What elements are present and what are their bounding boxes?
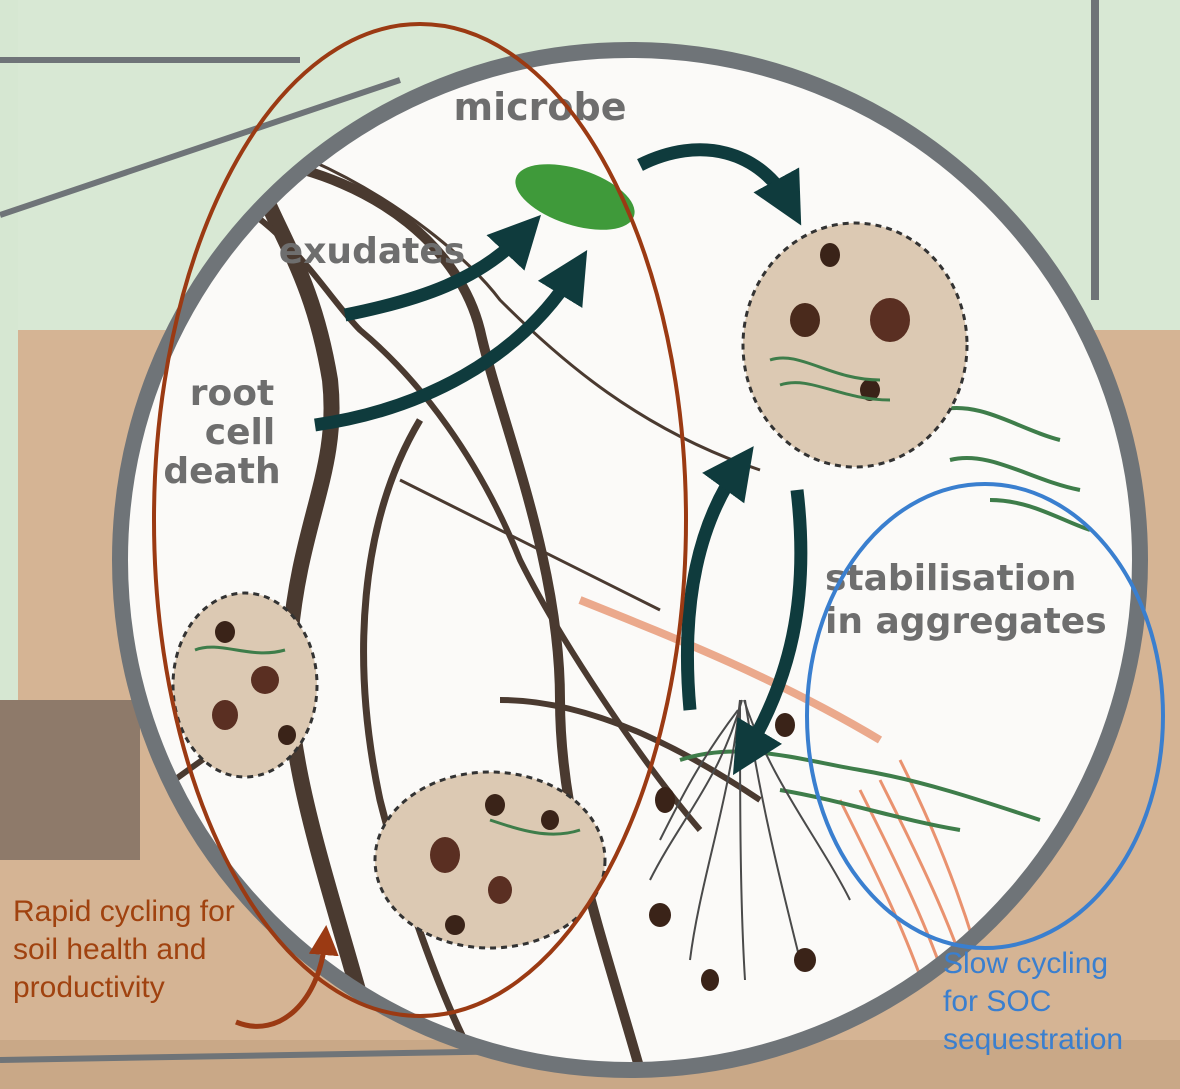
dark-soil-patch <box>0 700 140 860</box>
label-cell: cell <box>205 412 275 453</box>
rapid-caption-line-2: soil health and <box>13 931 235 969</box>
rapid-caption-line-3: productivity <box>13 969 235 1007</box>
rapid-caption-line-1: Rapid cycling for <box>13 893 235 931</box>
slow-caption-line-3: sequestration <box>943 1021 1123 1059</box>
aggregate-bottom <box>375 772 605 948</box>
slow-caption-line-2: for SOC <box>943 983 1123 1021</box>
label-in-aggregates: in aggregates <box>825 601 1107 642</box>
label-death: death <box>163 451 280 492</box>
label-microbe: microbe <box>454 85 627 129</box>
slow-caption-line-1: Slow cycling <box>943 945 1123 983</box>
label-root: root <box>190 373 274 414</box>
aggregate-top-right <box>743 223 967 467</box>
rapid-cycling-caption: Rapid cycling for soil health and produc… <box>13 893 235 1007</box>
label-exudates: exudates <box>279 231 465 272</box>
slow-cycling-caption: Slow cycling for SOC sequestration <box>943 945 1123 1059</box>
label-stabilisation: stabilisation <box>825 558 1076 599</box>
aggregate-left <box>173 593 317 777</box>
